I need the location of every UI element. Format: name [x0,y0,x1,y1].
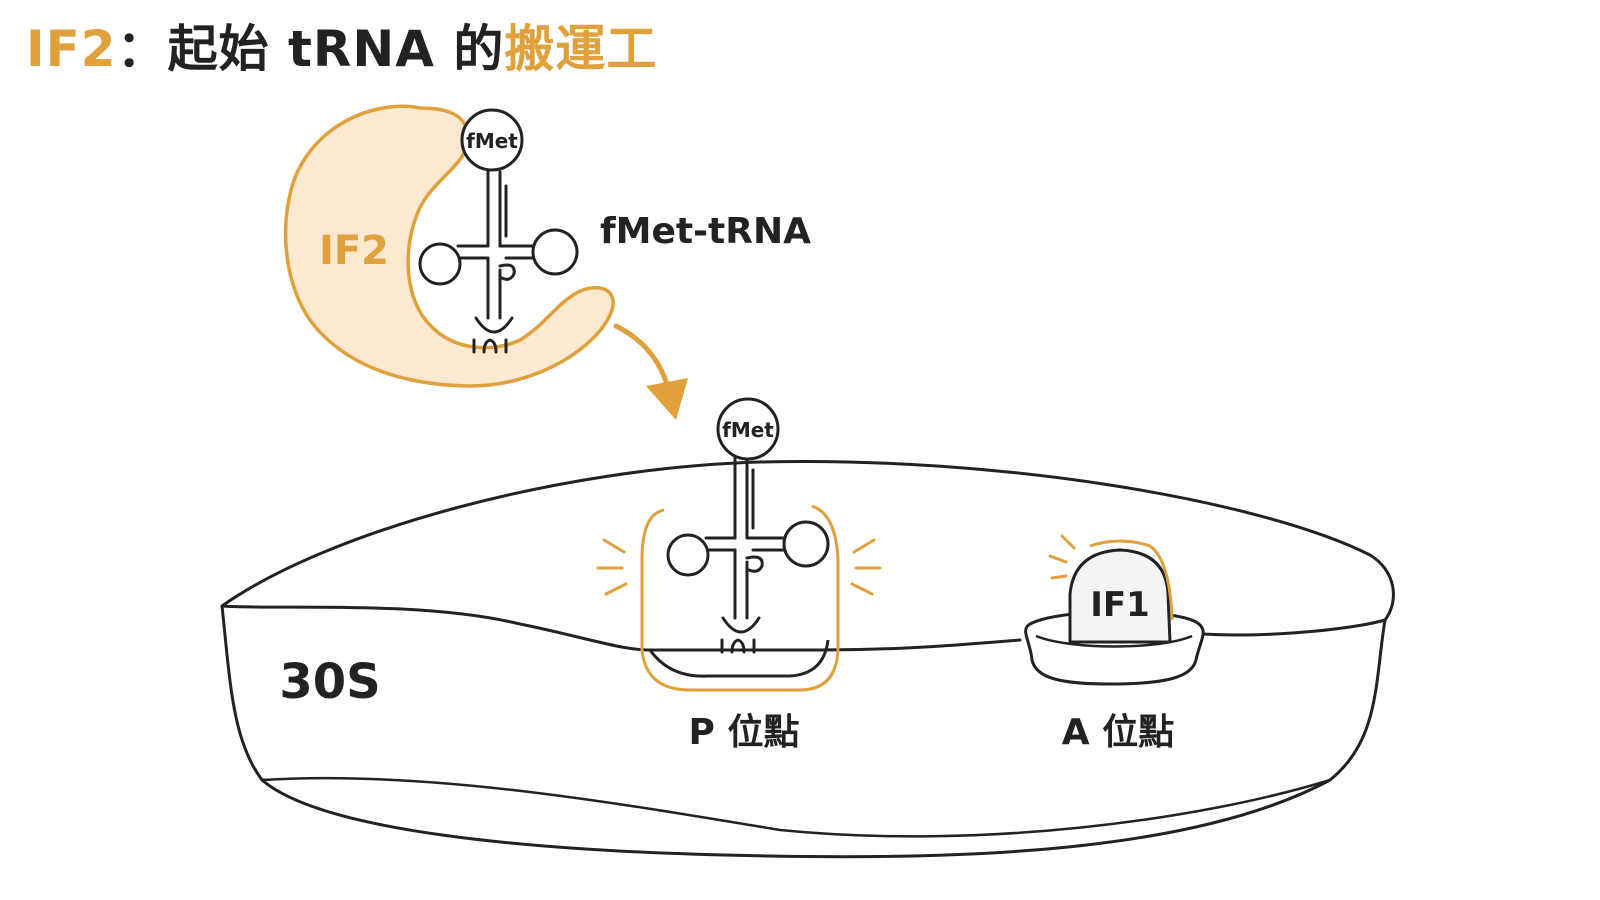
if2-protein-shape [283,104,615,388]
if1-protein-shape [1068,548,1172,644]
if1-highlight-outline [1089,539,1174,621]
p-site-highlight-rays [596,538,882,596]
title-highlight: 搬運工 [504,20,658,78]
title-middle: 起始 tRNA 的 [167,20,505,78]
p-site-pocket-outline [640,504,840,692]
fmet-top-label: fMet [466,129,518,153]
a-site-pocket-inner [1035,634,1193,648]
fmet-top-circle [460,108,524,172]
title-prefix: IF2 [26,20,117,78]
free-trna [418,170,579,354]
subunit-30s-label: 30S [279,654,380,710]
fmet-bound-label: fMet [722,418,774,442]
subunit-bottom-curve [261,776,1331,838]
bound-trna [666,450,830,654]
p-site-pocket-floor [648,639,830,678]
p-site-label: P 位點 [689,712,800,753]
fmet-bound-circle [716,397,780,461]
page-title: IF2：起始 tRNA 的搬運工 [26,14,657,84]
if1-highlight-rays [1048,534,1076,580]
subunit-rim-line [220,604,1387,652]
fmet-trna-label: fMet-tRNA [600,211,811,252]
a-site-label: A 位點 [1062,712,1174,753]
if2-protein-label: IF2 [319,228,389,274]
if1-label: IF1 [1090,585,1150,625]
title-separator: ： [116,20,168,78]
transfer-arrowhead [646,378,688,420]
